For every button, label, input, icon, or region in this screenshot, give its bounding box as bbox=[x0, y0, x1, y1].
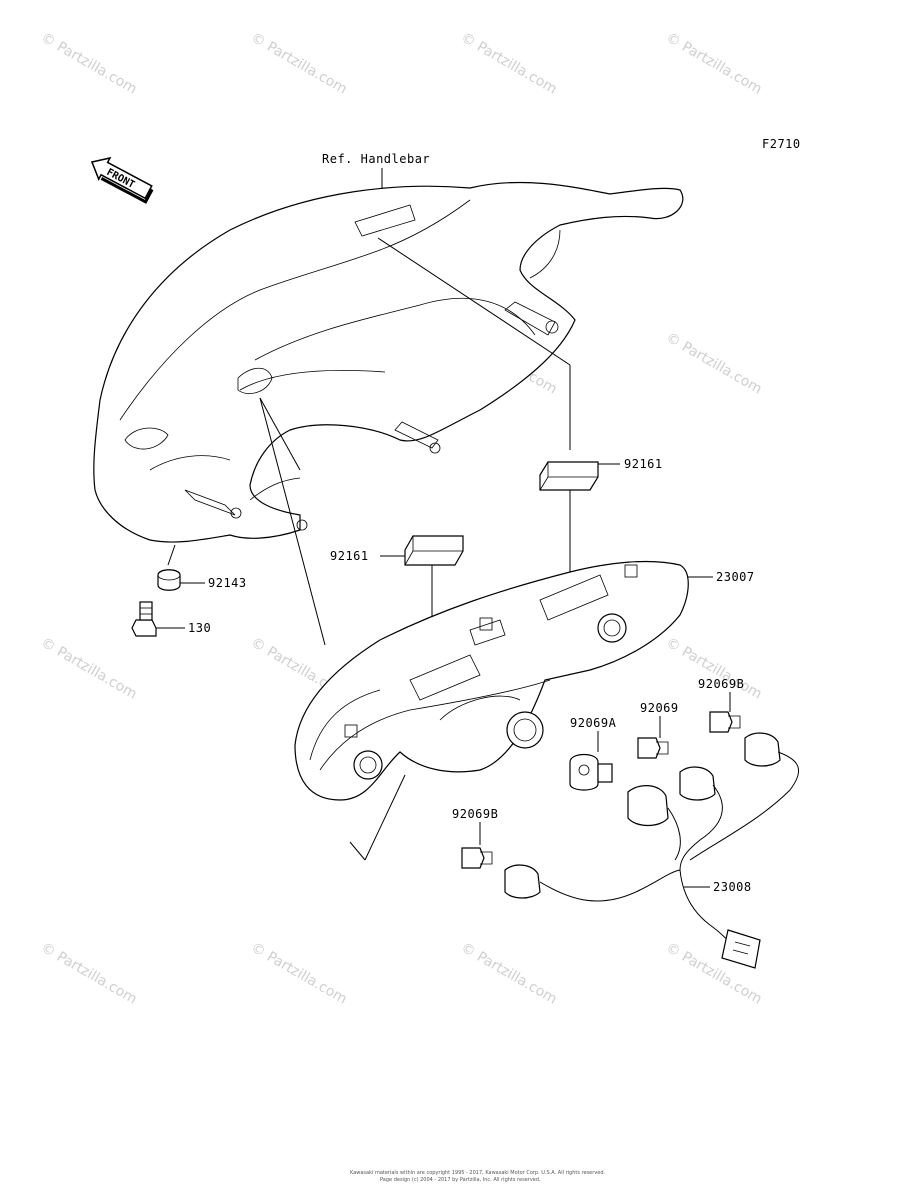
watermark: © Partzilla.com bbox=[458, 940, 560, 1008]
label-23008: 23008 bbox=[713, 880, 752, 894]
watermark: © Partzilla.com bbox=[663, 635, 765, 703]
copyright-line-1: Kawasaki materials within are copyright … bbox=[350, 1170, 606, 1176]
figure-code: F2710 bbox=[762, 137, 801, 151]
upper-cowl bbox=[93, 181, 684, 543]
label-92069B-upper: 92069B bbox=[698, 677, 744, 691]
watermark: © Partzilla.com bbox=[663, 330, 765, 398]
label-130: 130 bbox=[188, 621, 211, 635]
meter-housing-23007 bbox=[294, 560, 689, 801]
watermark: © Partzilla.com bbox=[248, 940, 350, 1008]
grommet-92143 bbox=[157, 569, 181, 591]
watermark: © Partzilla.com bbox=[248, 30, 350, 98]
watermark: © Partzilla.com bbox=[663, 30, 765, 98]
label-92143: 92143 bbox=[208, 576, 247, 590]
watermark: © Partzilla.com bbox=[38, 635, 140, 703]
label-92069: 92069 bbox=[640, 701, 679, 715]
label-92069B-lower: 92069B bbox=[452, 807, 498, 821]
clip-92161-lower bbox=[404, 535, 464, 566]
clip-92161-upper bbox=[539, 461, 599, 491]
label-23007: 23007 bbox=[716, 570, 755, 584]
front-arrow-icon: FRONT bbox=[90, 156, 154, 204]
copyright-line-2: Page design (c) 2004 - 2017 by Partzilla… bbox=[380, 1177, 541, 1183]
watermark: © Partzilla.com bbox=[38, 940, 140, 1008]
bulb-92069B-lower bbox=[461, 847, 493, 869]
bulb-92069B-upper bbox=[709, 711, 741, 733]
watermark: © Partzilla.com bbox=[38, 30, 140, 98]
reference-label: Ref. Handlebar bbox=[322, 152, 430, 166]
bulb-92069 bbox=[637, 737, 669, 759]
label-92069A: 92069A bbox=[570, 716, 617, 730]
label-92161-upper: 92161 bbox=[624, 457, 663, 471]
watermark: © Partzilla.com bbox=[458, 30, 560, 98]
wiring-harness-23008 bbox=[504, 732, 800, 969]
label-92161-lower: 92161 bbox=[330, 549, 369, 563]
screw-130 bbox=[131, 601, 157, 637]
bulb-92069A bbox=[569, 753, 613, 791]
